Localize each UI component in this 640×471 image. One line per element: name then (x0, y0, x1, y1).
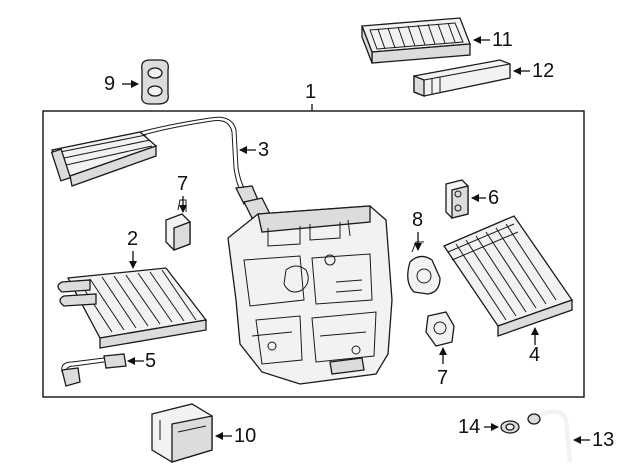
callout-7-upper: 7 (177, 173, 189, 195)
callout-6: 6 (488, 187, 500, 209)
assembly-frame (42, 110, 585, 398)
callout-5: 5 (145, 350, 157, 372)
grommet (141, 59, 169, 105)
heater-core (57, 267, 208, 349)
expansion-valve (445, 179, 469, 219)
control-module (151, 403, 213, 463)
cabin-air-filter (361, 17, 471, 64)
sensor-harness (61, 353, 127, 387)
callout-8: 8 (412, 209, 424, 231)
callout-2: 2 (127, 228, 139, 250)
heater-core-upper (50, 116, 271, 219)
evaporator-core (443, 215, 574, 337)
mode-actuator (407, 241, 441, 295)
callout-9: 9 (104, 73, 116, 95)
servo-motor-upper (165, 199, 191, 251)
callout-10: 10 (234, 425, 257, 447)
drain-hose (527, 409, 573, 463)
hvac-housing (227, 205, 393, 385)
callout-4: 4 (529, 344, 541, 366)
callout-12: 12 (532, 60, 555, 82)
o-ring (500, 420, 520, 434)
callout-14: 14 (458, 416, 481, 438)
callout-7-lower: 7 (437, 367, 449, 389)
servo-motor-lower (425, 311, 455, 347)
callout-1: 1 (305, 81, 317, 103)
callout-13: 13 (592, 429, 615, 451)
filter-cover (413, 59, 511, 97)
callout-3: 3 (258, 139, 270, 161)
callout-11: 11 (492, 29, 513, 51)
